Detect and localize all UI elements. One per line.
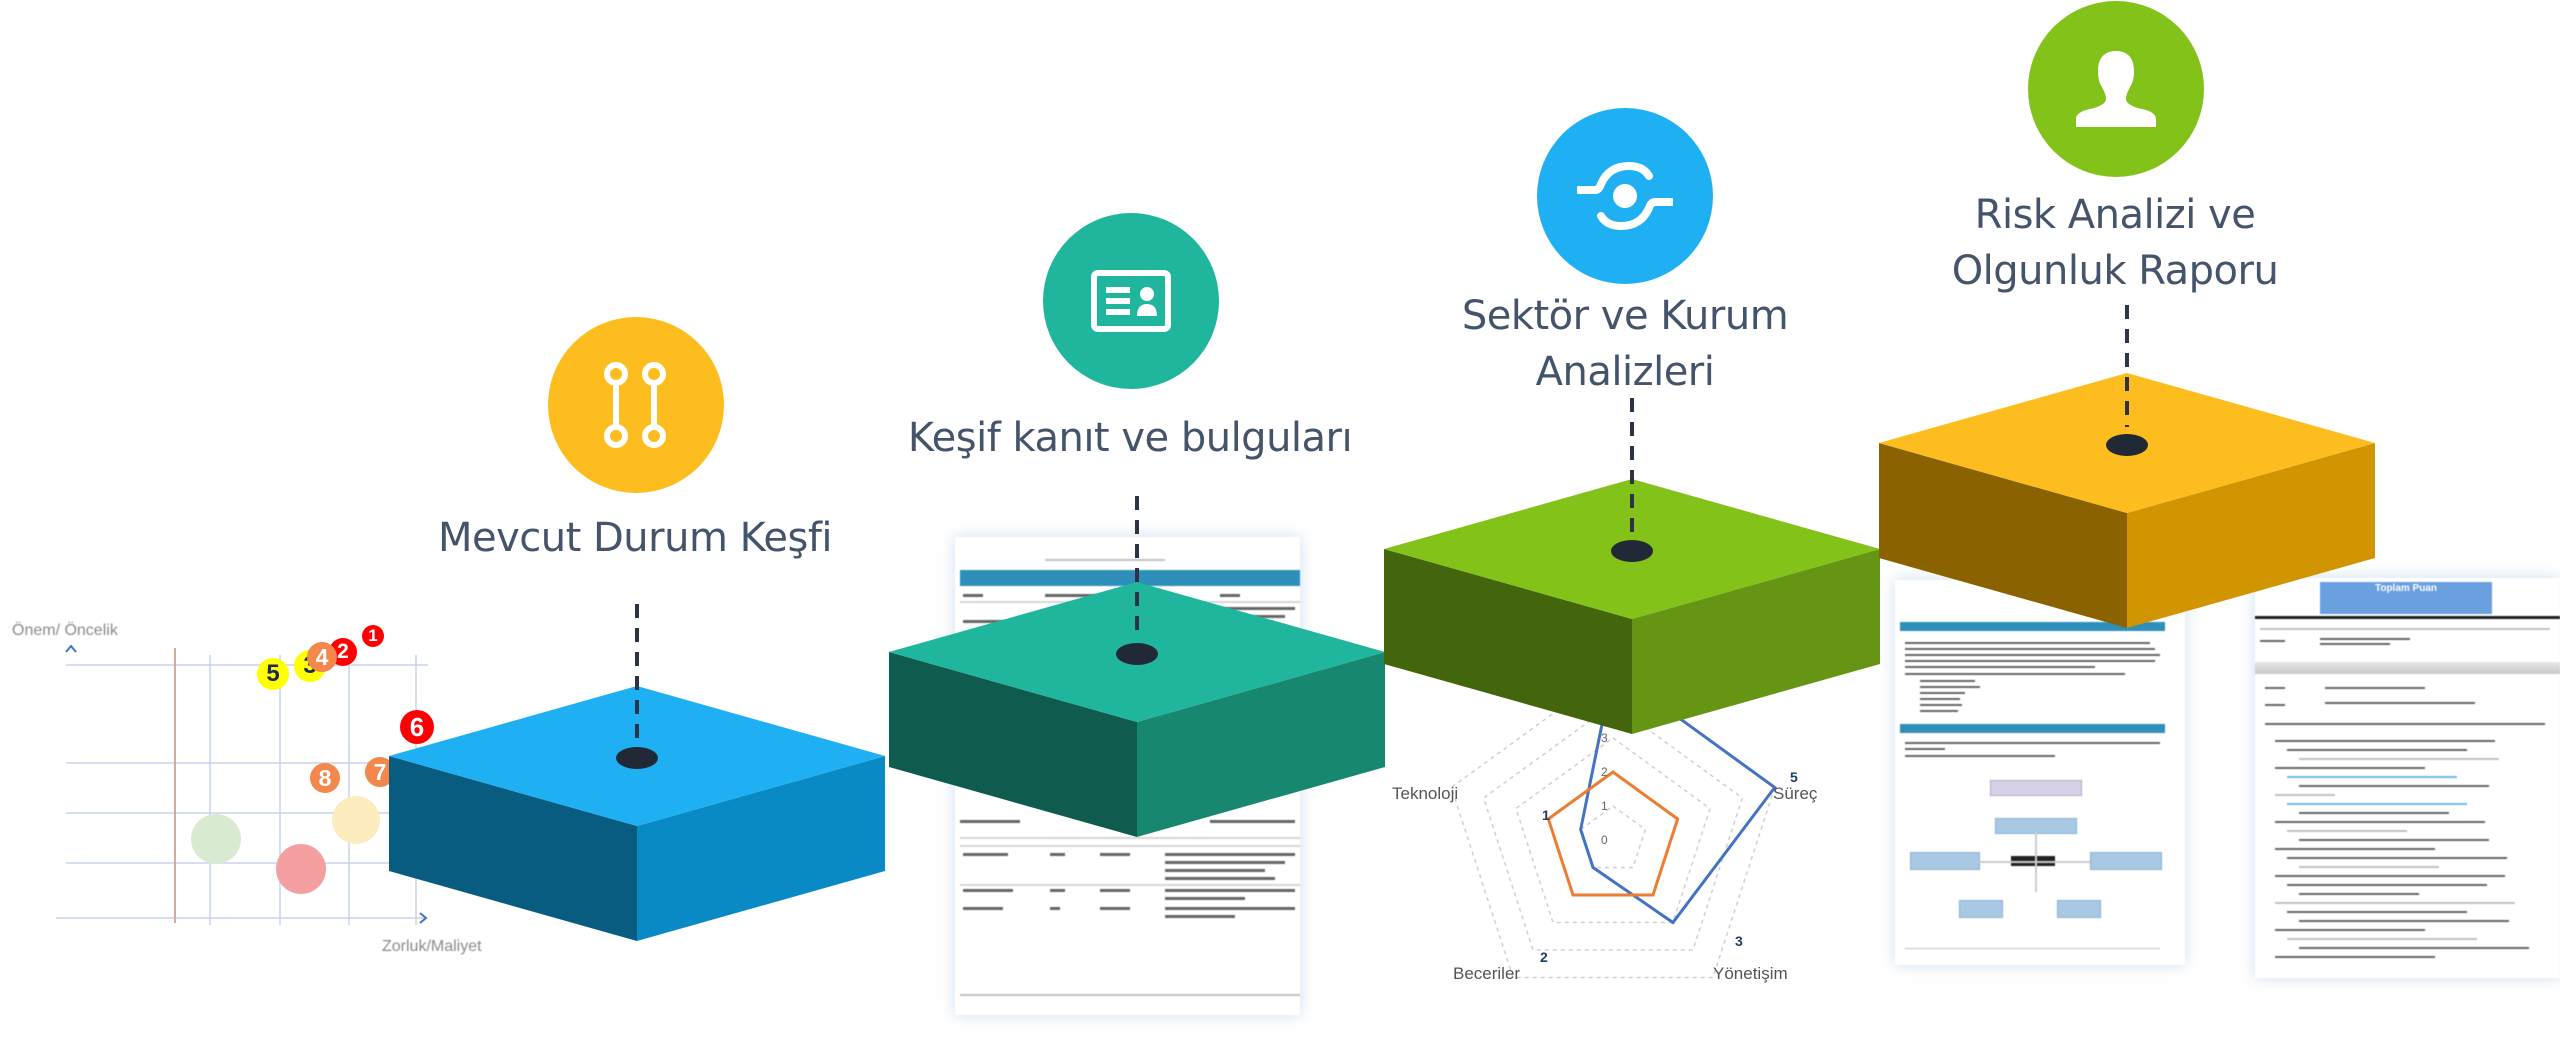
- block-right-face: [1137, 652, 1385, 837]
- radar-tick-label: 2: [1601, 765, 1608, 779]
- radar-series-hedef: [1546, 770, 1680, 897]
- block-right-face: [637, 756, 885, 941]
- step-3-icon-circle: [1537, 108, 1713, 284]
- x-axis-label: Zorluk/Maliyet: [382, 938, 482, 955]
- matrix-point-6: 6: [400, 710, 434, 744]
- radar-value-label: 1: [1542, 807, 1550, 823]
- radar-label-beceriler: Beceriler: [1453, 964, 1521, 983]
- matrix-grid: [56, 644, 428, 925]
- block-left-face: [1384, 549, 1632, 734]
- block-sektor-kurum: [1384, 398, 1880, 734]
- block-left-face: [389, 756, 637, 941]
- radar-tick-label: 0: [1601, 833, 1608, 847]
- radar-grid-ring: [1515, 737, 1711, 924]
- radar-label-teknoloji: Teknoloji: [1392, 784, 1459, 803]
- radar-label-surec: Süreç: [1773, 784, 1818, 803]
- matrix-bubble-green: [191, 814, 241, 864]
- block-mevcut-durum: [389, 604, 885, 941]
- radar-label-yonetisim: Yönetişim: [1713, 964, 1788, 983]
- step-1-title: Mevcut Durum Keşfi: [437, 515, 833, 561]
- sync-analysis-icon: [1577, 161, 1673, 231]
- user-icon: [2076, 51, 2156, 127]
- step-3-title: Sektör ve Kurum Analizleri: [1461, 293, 1789, 395]
- matrix-point-4: 4: [307, 642, 337, 672]
- connections-icon: [604, 362, 666, 448]
- block-right-face: [2127, 443, 2375, 628]
- radar-value-label: 2: [1540, 949, 1548, 965]
- step-2-title: Keşif kanıt ve bulguları: [907, 415, 1353, 461]
- block-right-face: [1632, 549, 1880, 734]
- matrix-point-5: 5: [257, 658, 289, 690]
- block-anchor-dot: [1116, 643, 1158, 665]
- radar-value-label: 3: [1735, 933, 1743, 949]
- score-header: Toplam Puan: [2320, 582, 2492, 614]
- block-left-face: [889, 652, 1137, 837]
- step-4-title: Risk Analizi ve Olgunluk Raporu: [1951, 192, 2279, 294]
- matrix-bubble-red: [276, 844, 326, 894]
- block-kesif-kanit: [889, 496, 1385, 837]
- radar-grid-ring: [1450, 700, 1776, 979]
- maturity-report-document: Toplam Puan: [2255, 578, 2560, 978]
- radar-tick-label: 1: [1601, 799, 1608, 813]
- id-card-icon: [1091, 270, 1171, 332]
- step-4-icon-circle: [2028, 1, 2204, 177]
- matrix-point-8: 8: [310, 763, 340, 793]
- block-anchor-dot: [2106, 434, 2148, 456]
- block-anchor-dot: [616, 747, 658, 769]
- block-risk-analizi: [1879, 305, 2375, 628]
- radar-tick-label: 3: [1601, 731, 1608, 745]
- radar-grid-ring: [1482, 703, 1744, 951]
- radar-grid-ring: [1579, 805, 1647, 869]
- y-axis-label: Önem/ Öncelik: [12, 622, 118, 639]
- step-1-icon-circle: [548, 317, 724, 493]
- block-anchor-dot: [1611, 540, 1653, 562]
- block-left-face: [1879, 443, 2127, 628]
- matrix-point-1: 1: [362, 625, 384, 647]
- maturity-radar-chart: 0 1 2 3 5 1 2 3 Teknoloji Süreç Yönetişim Becer…: [1380, 700, 1830, 1044]
- matrix-bubble-yellow: [332, 796, 380, 844]
- analysis-document: [1895, 580, 2185, 965]
- radar-value-label: 5: [1790, 769, 1798, 785]
- step-2-icon-circle: [1043, 213, 1219, 389]
